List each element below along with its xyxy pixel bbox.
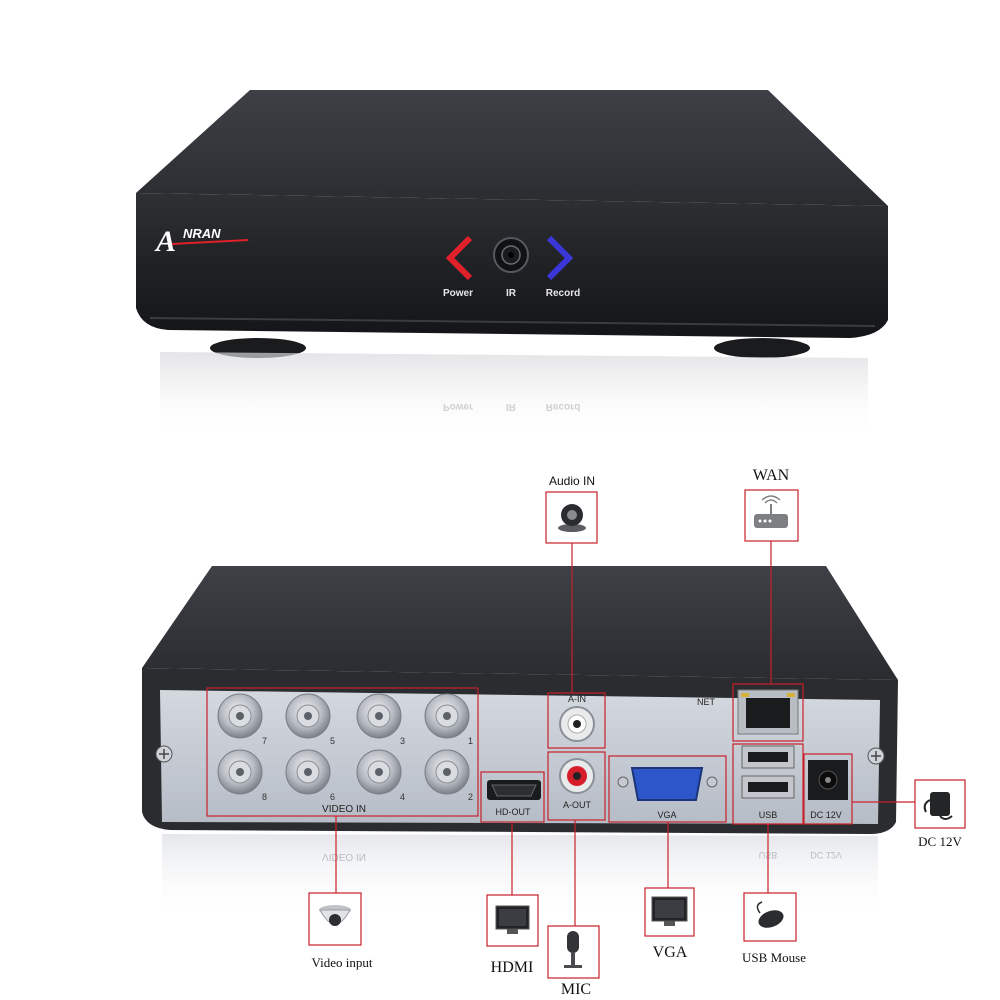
rear-unit-top [142, 566, 898, 680]
bnc-number: 8 [262, 792, 267, 802]
bnc-connector[interactable] [356, 749, 402, 795]
router-icon [754, 495, 788, 528]
front-foot-right [714, 338, 810, 358]
bnc-number: 1 [468, 736, 473, 746]
a-out-highlight [547, 751, 606, 821]
usb-label: USB [759, 810, 778, 820]
video-in-label: VIDEO IN [322, 804, 366, 815]
mouse-icon [756, 901, 784, 928]
dc-12v-label: DC 12V [810, 810, 842, 820]
wan-callout [744, 489, 799, 542]
a-out-label: A-OUT [563, 800, 592, 810]
power-button[interactable] [445, 235, 473, 281]
dc-12v-callout [914, 779, 966, 829]
bnc-connector[interactable] [285, 749, 331, 795]
ir-receiver [493, 237, 529, 273]
vga-label: VGA [657, 810, 676, 820]
microphone-icon [564, 931, 582, 968]
dome-camera-icon [319, 905, 351, 926]
power-chevron-icon [445, 235, 473, 281]
hdmi-port[interactable] [487, 780, 541, 800]
record-button[interactable] [546, 235, 574, 281]
bnc-connector[interactable] [356, 693, 402, 739]
record-label: Record [546, 288, 580, 299]
mic-callout [547, 925, 600, 979]
bnc-connector[interactable] [424, 693, 470, 739]
audio-in-callout [545, 491, 598, 544]
rear-dvr-unit: 7 5 3 1 8 6 4 2 VIDEO IN HD-OUT A-IN [142, 566, 898, 834]
bnc-connector[interactable] [217, 693, 263, 739]
video-input-callout [308, 892, 362, 946]
dc-12v-callout-label: DC 12V [918, 834, 962, 849]
hdmi-callout-label: HDMI [491, 959, 534, 976]
bnc-number: 7 [262, 736, 267, 746]
speaker-icon [558, 504, 586, 532]
vga-callout-label: VGA [653, 944, 688, 961]
hdmi-callout [486, 894, 539, 947]
bnc-number: 6 [330, 792, 335, 802]
bnc-number: 4 [400, 792, 405, 802]
bnc-connector[interactable] [217, 749, 263, 795]
a-in-label: A-IN [568, 694, 586, 704]
wan-callout-label: WAN [753, 467, 790, 484]
power-label: Power [443, 288, 473, 299]
audio-in-callout-label: Audio IN [549, 474, 595, 488]
power-label-reflection: Power [443, 401, 473, 412]
usb-mouse-callout-label: USB Mouse [742, 950, 806, 965]
a-in-highlight [547, 692, 606, 749]
hd-out-label: HD-OUT [496, 807, 531, 817]
vga-port[interactable] [617, 767, 718, 801]
record-label-reflection: Record [546, 401, 580, 412]
ir-label: IR [506, 288, 517, 299]
front-unit-top [136, 90, 888, 206]
ethernet-port[interactable] [737, 689, 799, 735]
monitor-icon [651, 896, 688, 926]
dc-label-reflection: DC 12V [810, 850, 842, 860]
bnc-number: 2 [468, 792, 473, 802]
brand-logo: A NRAN [154, 225, 249, 258]
record-chevron-icon [546, 235, 574, 281]
usb-port-bottom[interactable] [741, 775, 795, 799]
callout-lines [335, 541, 915, 926]
bnc-connector[interactable] [285, 693, 331, 739]
left-screw [155, 745, 173, 763]
brand-logo-rest: NRAN [183, 226, 221, 241]
audio-in-rca-jack[interactable] [559, 706, 595, 742]
power-adapter-icon [923, 792, 953, 820]
bnc-connector[interactable] [424, 749, 470, 795]
video-in-bnc-array: 7 5 3 1 8 6 4 2 [217, 693, 473, 802]
mic-callout-label: MIC [561, 981, 591, 998]
vga-callout [644, 887, 695, 937]
right-screw [867, 747, 885, 765]
video-in-label-reflection: VIDEO IN [322, 851, 366, 862]
usb-mouse-callout [743, 892, 797, 942]
brand-logo-initial: A [154, 225, 176, 258]
bnc-number: 3 [400, 736, 405, 746]
net-label: NET [697, 697, 716, 707]
monitor-icon [495, 905, 530, 934]
video-input-callout-label: Video input [312, 955, 373, 970]
bnc-number: 5 [330, 736, 335, 746]
brand-logo-swoosh [171, 239, 249, 245]
front-unit-face-bevel [149, 317, 876, 327]
net-highlight [732, 683, 804, 742]
audio-out-rca-jack[interactable] [559, 758, 595, 794]
dc-power-jack[interactable] [808, 760, 848, 800]
usb-port-top[interactable] [741, 745, 795, 769]
front-dvr-unit: A NRAN Power IR Record [136, 90, 888, 358]
video-in-highlight [206, 687, 479, 817]
dc-highlight [803, 753, 853, 825]
ir-label-reflection: IR [506, 401, 517, 412]
rear-panel-plate [160, 690, 880, 824]
front-unit-reflection: Power IR Record [160, 352, 868, 440]
